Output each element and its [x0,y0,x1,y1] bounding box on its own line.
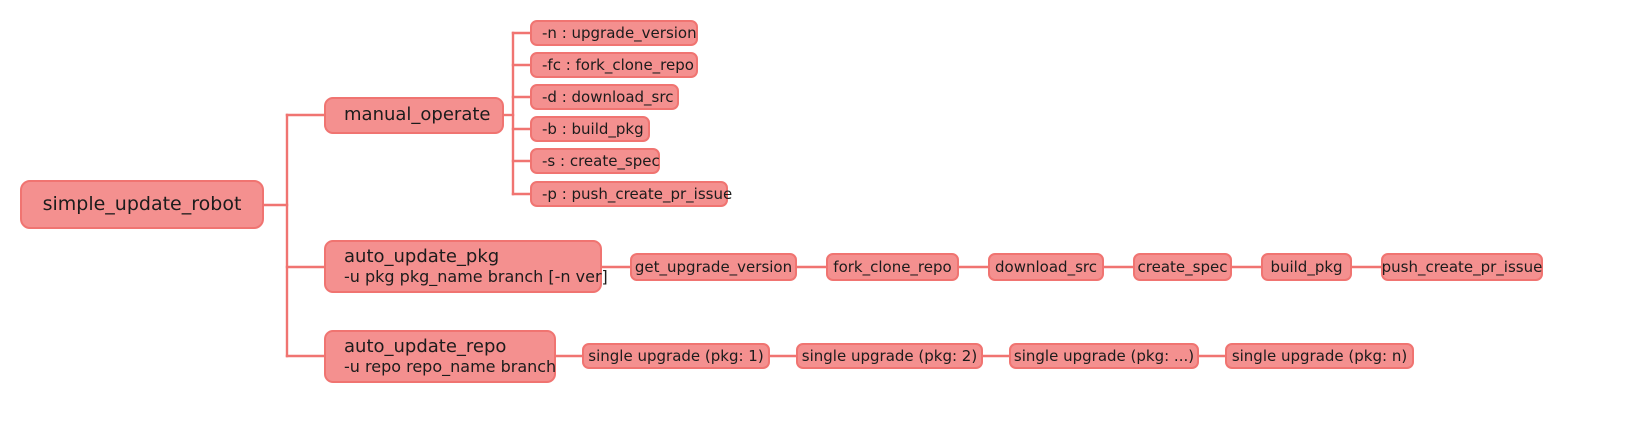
node-option-label: -b : build_pkg [542,119,644,138]
node-auto-update-repo-usage: -u repo repo_name branch [344,356,557,376]
node-step-label: push_create_pr_issue [1381,257,1543,276]
node-step-create-spec[interactable]: create_spec [1133,253,1232,281]
node-step-label: fork_clone_repo [833,257,952,276]
node-step-label: get_upgrade_version [634,257,793,276]
node-single-upgrade-label: single upgrade (pkg: ...) [1013,346,1195,365]
node-option-label: -p : push_create_pr_issue [542,184,733,203]
node-option-label: -fc : fork_clone_repo [542,55,694,74]
node-root-label: simple_update_robot [42,192,242,215]
node-single-upgrade-2[interactable]: single upgrade (pkg: 2) [796,343,983,369]
node-step-download-src[interactable]: download_src [988,253,1104,281]
node-manual-operate[interactable]: manual_operate [324,97,504,134]
node-step-build-pkg[interactable]: build_pkg [1261,253,1352,281]
node-single-upgrade-label: single upgrade (pkg: 2) [801,346,978,365]
node-option-label: -d : download_src [542,87,674,106]
node-option-upgrade-version[interactable]: -n : upgrade_version [530,20,698,46]
node-option-label: -n : upgrade_version [542,23,697,42]
node-root[interactable]: simple_update_robot [20,180,264,229]
node-step-get-upgrade-version[interactable]: get_upgrade_version [630,253,797,281]
node-option-build-pkg[interactable]: -b : build_pkg [530,116,650,142]
node-manual-operate-label: manual_operate [344,104,491,126]
node-single-upgrade-ellipsis[interactable]: single upgrade (pkg: ...) [1009,343,1199,369]
node-step-label: build_pkg [1270,257,1343,276]
node-auto-update-repo[interactable]: auto_update_repo -u repo repo_name branc… [324,330,556,383]
node-step-label: create_spec [1137,257,1228,276]
node-auto-update-pkg-label: auto_update_pkg [344,246,500,268]
node-option-push-create-pr-issue[interactable]: -p : push_create_pr_issue [530,181,733,207]
node-step-fork-clone-repo[interactable]: fork_clone_repo [826,253,959,281]
node-auto-update-repo-label: auto_update_repo [344,336,507,358]
node-auto-update-pkg-usage: -u pkg pkg_name branch [-n ver] [344,266,608,286]
node-option-download-src[interactable]: -d : download_src [530,84,679,110]
node-single-upgrade-label: single upgrade (pkg: n) [1231,346,1408,365]
node-single-upgrade-1[interactable]: single upgrade (pkg: 1) [582,343,770,369]
node-auto-update-pkg[interactable]: auto_update_pkg -u pkg pkg_name branch [… [324,240,608,293]
node-option-create-spec[interactable]: -s : create_spec [530,148,660,174]
node-option-label: -s : create_spec [542,151,660,170]
node-step-push-create-pr-issue[interactable]: push_create_pr_issue [1381,253,1543,281]
node-single-upgrade-n[interactable]: single upgrade (pkg: n) [1225,343,1414,369]
node-option-fork-clone-repo[interactable]: -fc : fork_clone_repo [530,52,698,78]
node-step-label: download_src [995,257,1097,276]
node-single-upgrade-label: single upgrade (pkg: 1) [588,346,764,365]
